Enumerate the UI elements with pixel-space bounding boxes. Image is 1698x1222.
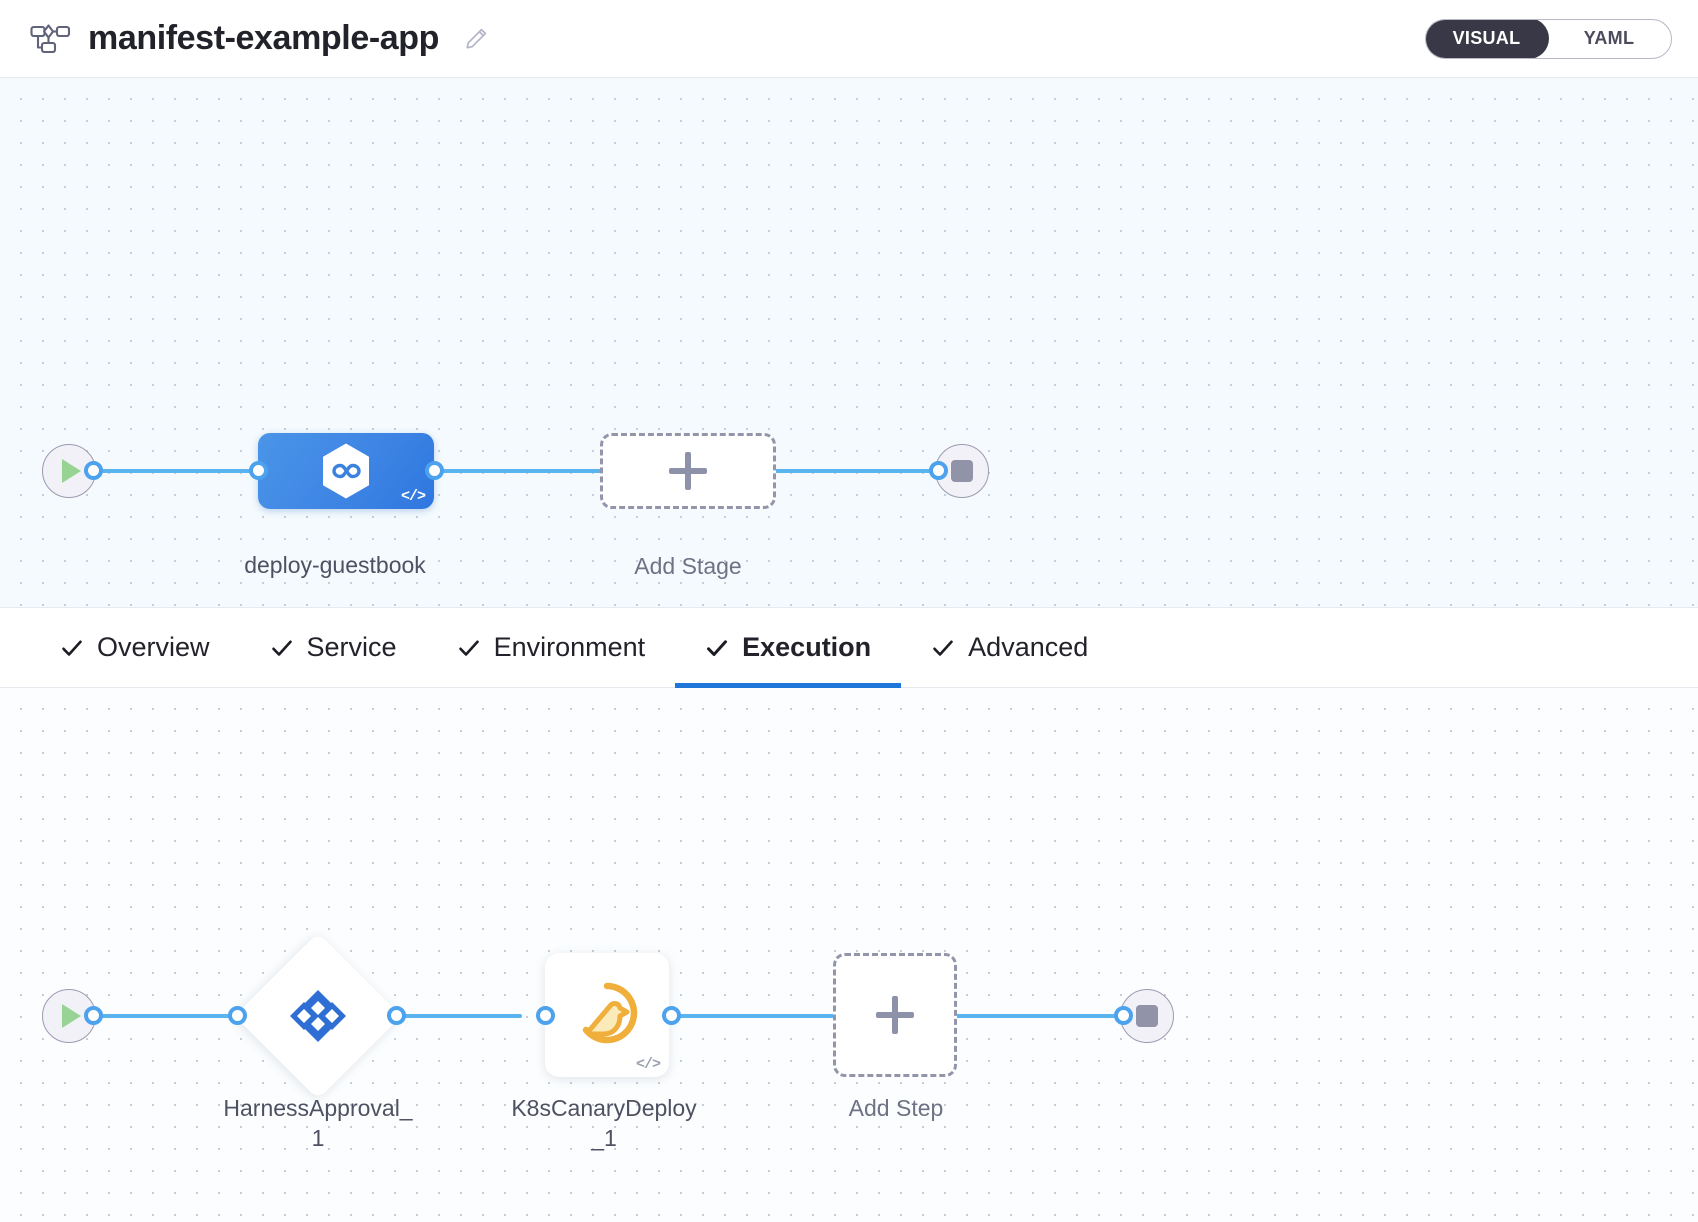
port-end-in[interactable] (929, 461, 948, 480)
page-title: manifest-example-app (88, 19, 439, 57)
add-stage-button[interactable] (600, 433, 776, 509)
stage-graph-canvas[interactable]: </> deploy-guestbook Add Stage (0, 78, 1698, 608)
edge-approval-to-canary (392, 1014, 522, 1018)
port-stage-out[interactable] (425, 461, 444, 480)
execution-start-node[interactable] (42, 989, 96, 1043)
header-left-group: manifest-example-app (28, 19, 489, 59)
port-start-out[interactable] (84, 461, 103, 480)
edge-start-to-stage (96, 469, 264, 473)
view-mode-toggle[interactable]: VISUAL YAML (1425, 18, 1672, 59)
stop-icon (1136, 1005, 1158, 1027)
step-node-k8s-canary-deploy[interactable]: </> (545, 953, 669, 1077)
harness-approval-clover-icon (288, 986, 348, 1046)
step-node-label-canary: K8sCanaryDeploy_1 (511, 1095, 697, 1152)
canary-bird-icon (574, 980, 640, 1051)
pipeline-flow-icon (28, 19, 72, 59)
stage-yaml-code-badge[interactable]: </> (400, 488, 426, 505)
visual-mode-button[interactable]: VISUAL (1426, 19, 1549, 58)
check-icon (60, 636, 84, 660)
port-canary-out[interactable] (662, 1006, 681, 1025)
stop-icon (951, 460, 973, 482)
edge-add-to-end (955, 1014, 1115, 1018)
execution-graph-canvas[interactable]: HarnessApproval_1 </> K8sCanaryDeploy_1 … (0, 688, 1698, 1222)
port-exec-end-in[interactable] (1114, 1006, 1133, 1025)
tab-advanced[interactable]: Advanced (901, 608, 1118, 687)
edge-canary-to-add (668, 1014, 838, 1018)
header-right-group: VISUAL YAML (1425, 18, 1672, 59)
pencil-edit-icon[interactable] (463, 26, 489, 52)
harness-cd-hexagon-icon (320, 442, 372, 500)
stage-node-deploy-guestbook[interactable]: </> (258, 433, 434, 509)
check-icon (270, 636, 294, 660)
check-icon (705, 636, 729, 660)
add-stage-label: Add Stage (634, 553, 742, 579)
port-canary-in[interactable] (536, 1006, 555, 1025)
play-icon (62, 459, 81, 483)
add-step-label: Add Step (848, 1095, 944, 1121)
port-approval-out[interactable] (387, 1006, 406, 1025)
tab-environment[interactable]: Environment (427, 608, 676, 687)
tab-label: Advanced (968, 632, 1089, 662)
step-node-harness-approval[interactable] (234, 932, 402, 1100)
edge-add-to-end (760, 469, 938, 473)
execution-end-node[interactable] (1120, 989, 1174, 1043)
stage-node-label: deploy-guestbook (244, 552, 426, 578)
edge-stage-to-add (430, 469, 606, 473)
plus-icon (669, 452, 707, 490)
check-icon (931, 636, 955, 660)
page-header: manifest-example-app VISUAL YAML (0, 0, 1698, 78)
tab-label: Environment (493, 632, 646, 662)
tab-execution[interactable]: Execution (675, 608, 902, 688)
add-step-button[interactable] (833, 953, 957, 1077)
tab-service[interactable]: Service (240, 608, 427, 687)
play-icon (62, 1004, 81, 1028)
port-stage-in[interactable] (249, 461, 268, 480)
step-node-label-approval: HarnessApproval_1 (223, 1095, 413, 1152)
check-icon (457, 636, 481, 660)
tab-label: Service (306, 632, 397, 662)
port-exec-start-out[interactable] (84, 1006, 103, 1025)
port-approval-in[interactable] (228, 1006, 247, 1025)
yaml-mode-button[interactable]: YAML (1583, 28, 1635, 48)
step-yaml-code-badge[interactable]: </> (635, 1056, 661, 1073)
edge-start-to-approval (96, 1014, 236, 1018)
tab-overview[interactable]: Overview (30, 608, 240, 687)
plus-icon (876, 996, 914, 1034)
stage-config-tabs[interactable]: Overview Service Environment Execution A… (0, 608, 1698, 688)
tab-label: Execution (742, 632, 872, 662)
tab-label: Overview (97, 632, 210, 662)
